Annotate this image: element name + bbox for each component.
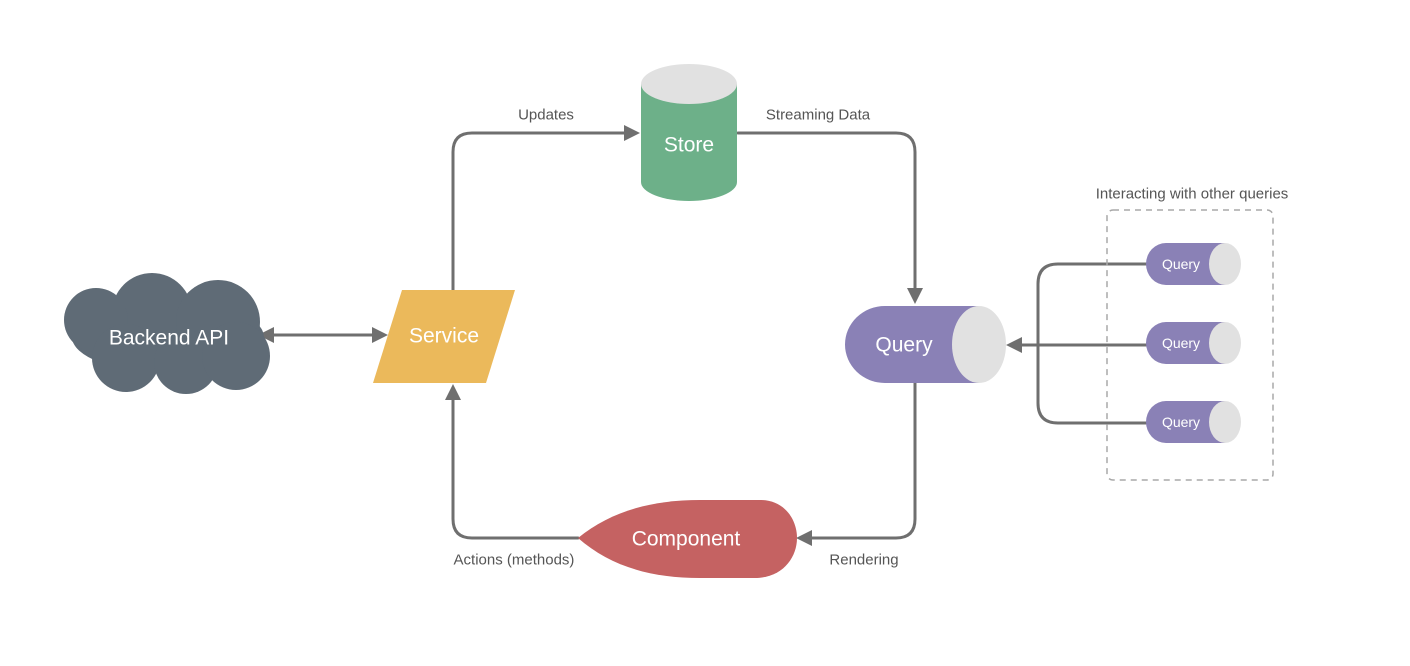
store-node: Store <box>641 64 737 201</box>
other-query-label: Query <box>1162 335 1200 351</box>
edge-label-rendering: Rendering <box>829 552 898 569</box>
service-shape <box>373 290 515 383</box>
other-query-label: Query <box>1162 256 1200 272</box>
edge-actions <box>445 384 580 540</box>
edge-other-queries <box>1006 262 1148 425</box>
other-queries-frame <box>1106 209 1274 481</box>
other-query-cap <box>1209 322 1241 364</box>
other-query-node: Query <box>1146 322 1241 364</box>
query-node: Query <box>845 306 1006 383</box>
edge-updates <box>451 125 640 292</box>
edge-label-streaming-data: Streaming Data <box>766 107 871 124</box>
component-label: Component <box>632 528 741 551</box>
store-body <box>641 84 737 201</box>
component-shape <box>578 500 797 578</box>
query-body <box>845 306 979 383</box>
service-node: Service <box>373 290 515 383</box>
cloud-shape <box>64 273 270 394</box>
other-queries-group: Interacting with other queries QueryQuer… <box>1096 186 1289 481</box>
backend-api-node: Backend API <box>64 273 270 394</box>
other-query-body <box>1146 322 1225 364</box>
backend-api-label: Backend API <box>109 327 229 350</box>
store-cap <box>641 64 737 104</box>
other-query-body <box>1146 401 1225 443</box>
other-query-node: Query <box>1146 243 1241 285</box>
edge-label-actions: Actions (methods) <box>454 552 575 569</box>
edge-rendering <box>796 381 917 546</box>
edge-backend-service <box>258 327 388 343</box>
component-node: Component <box>578 500 797 578</box>
other-query-label: Query <box>1162 414 1200 430</box>
other-queries-title: Interacting with other queries <box>1096 186 1289 203</box>
edge-label-updates: Updates <box>518 107 574 124</box>
other-query-body <box>1146 243 1225 285</box>
store-label: Store <box>664 134 714 157</box>
query-cap <box>952 306 1006 383</box>
service-label: Service <box>409 325 479 348</box>
query-label: Query <box>875 334 933 357</box>
other-query-cap <box>1209 243 1241 285</box>
other-query-cap <box>1209 401 1241 443</box>
edge-streaming-data <box>736 131 923 304</box>
other-query-node: Query <box>1146 401 1241 443</box>
